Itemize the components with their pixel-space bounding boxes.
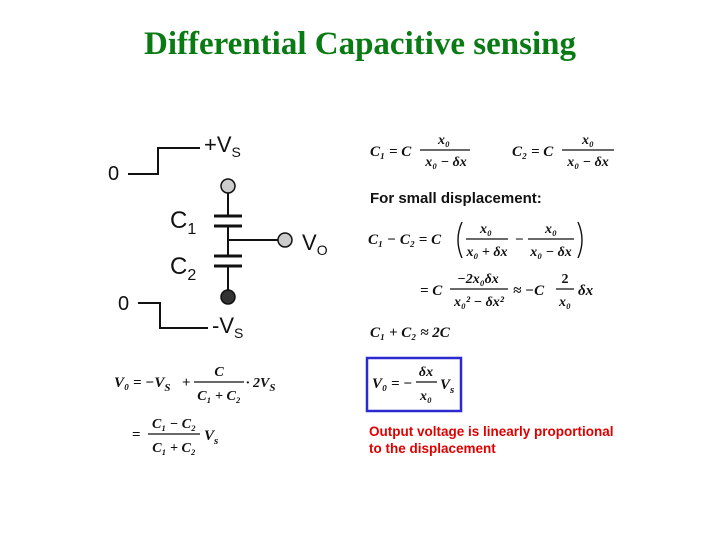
bottom-terminal-node: [220, 289, 236, 305]
eq-approx2-den: x₀: [558, 295, 571, 310]
eq-c2-num: x₀: [581, 133, 594, 148]
eq-vo: V₀ = −VS + C C₁ + C₂ · 2VS: [114, 365, 275, 404]
eq-vo2-den: C₁ + C₂: [152, 441, 196, 456]
eq-approx-eq: = C: [420, 283, 443, 299]
eq-vo-lhs: V₀ = −VS: [114, 375, 171, 394]
eq-c2-den: x₀ − δx: [566, 155, 609, 170]
boxed-den: x₀: [419, 389, 432, 404]
right-paren: [577, 221, 583, 259]
conclusion-line-2: to the displacement: [369, 441, 496, 456]
eq-c1-num: x₀: [437, 133, 450, 148]
eq-vo-plus: +: [182, 375, 191, 391]
eq-vo-frac-den: C₁ + C₂: [197, 389, 241, 404]
plus-vs-label: +VS: [204, 132, 241, 160]
eq-approx-sym: ≈ −C: [513, 283, 545, 299]
eq-c1-lhs: C₁ = C: [370, 144, 412, 160]
eq-approx-num: −2x₀δx: [457, 272, 499, 287]
vo-label: VO: [302, 230, 328, 258]
eq-sum: C₁ + C₂ ≈ 2C: [370, 325, 451, 341]
top-step-waveform: [128, 147, 200, 175]
circuit-diagram: 0 +VS C1 VO C2 0 -VS: [108, 132, 328, 341]
eq-approx2-num: 2: [562, 272, 569, 287]
boxed-tail: Vs: [440, 377, 454, 396]
small-displacement-heading: For small displacement:: [370, 190, 542, 207]
eq-diff-t1-den: x₀ + δx: [465, 245, 507, 260]
top-terminal-node: [220, 178, 236, 194]
result-box: [365, 356, 463, 413]
boxed-result: V₀ = − δx x₀ Vs: [365, 356, 463, 413]
eq-diff-minus: −: [515, 232, 524, 248]
top-zero-label: 0: [108, 163, 119, 185]
eq-diff-t1-num: x₀: [479, 222, 492, 237]
eq-vo2-tail: Vs: [204, 428, 218, 447]
eq-diff-t2-den: x₀ − δx: [529, 245, 572, 260]
eq-vo-frac-num: C: [214, 365, 224, 380]
eq-approximation: = C −2x₀δx x₀² − δx² ≈ −C 2 x₀ δx: [420, 272, 594, 310]
eq-vo2-eq: =: [132, 427, 141, 443]
eq-vo-tail: · 2VS: [246, 376, 275, 394]
boxed-num: δx: [419, 365, 433, 380]
c2-label: C2: [170, 253, 196, 284]
eq-diff-t2-num: x₀: [544, 222, 557, 237]
eq-difference: C₁ − C₂ = C x₀ x₀ + δx − x₀ x₀ − δx: [368, 221, 583, 260]
eq-diff-lhs: C₁ − C₂ = C: [368, 232, 442, 248]
eq-c2-lhs: C₂ = C: [512, 144, 554, 160]
eq-vo2-num: C₁ − C₂: [152, 417, 196, 432]
eq-c2: C₂ = C x₀ x₀ − δx: [512, 133, 614, 170]
minus-vs-label: -VS: [212, 313, 243, 341]
slide-title: Differential Capacitive sensing: [143, 26, 576, 62]
conclusion-line-1: Output voltage is linearly proportional: [369, 424, 614, 439]
left-paren: [457, 221, 463, 259]
boxed-lhs: V₀ = −: [372, 376, 412, 392]
vo-terminal-node: [277, 232, 293, 248]
bottom-step-waveform: [138, 302, 208, 329]
c1-label: C1: [170, 207, 196, 238]
eq-approx2-tail: δx: [578, 283, 594, 299]
eq-approx-den: x₀² − δx²: [453, 295, 505, 310]
eq-c1: C₁ = C x₀ x₀ − δx: [370, 133, 470, 170]
bottom-zero-label: 0: [118, 293, 129, 315]
eq-vo-simplified: = C₁ − C₂ C₁ + C₂ Vs: [132, 417, 218, 456]
eq-c1-den: x₀ − δx: [424, 155, 467, 170]
